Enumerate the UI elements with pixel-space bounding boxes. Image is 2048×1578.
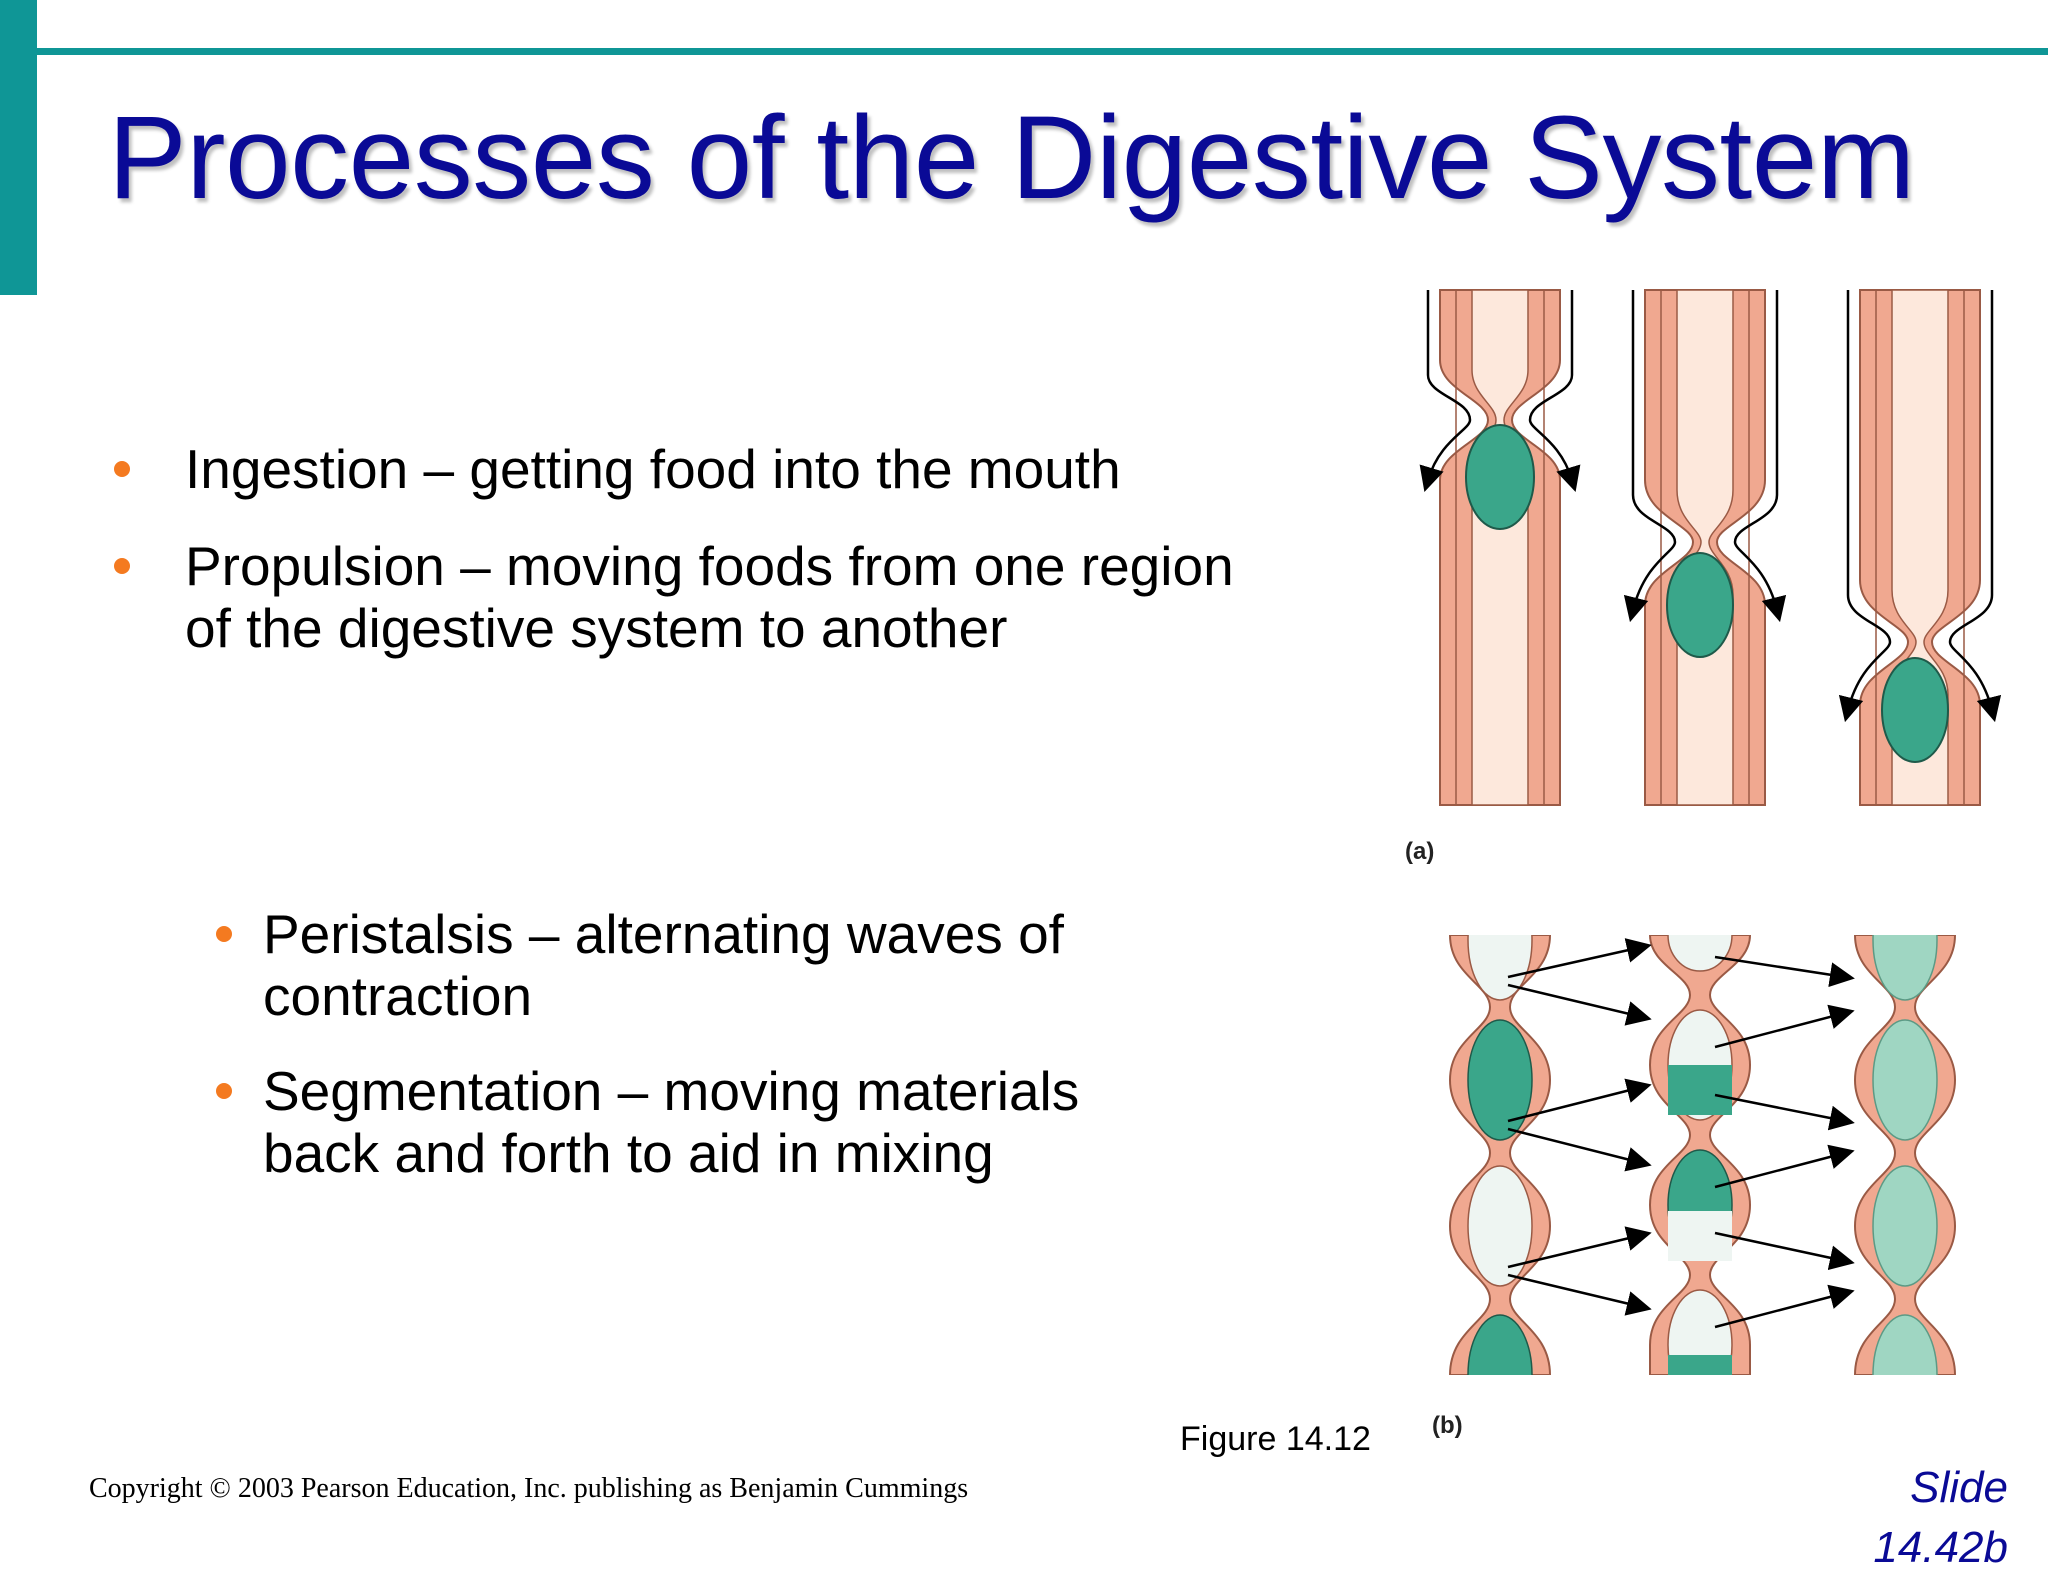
figure-label-a: (a) <box>1405 838 1435 865</box>
peristalsis-illustration <box>1419 289 2002 806</box>
bullet-ingestion: Ingestion – getting food into the mouth <box>114 438 1121 500</box>
accent-line <box>37 48 2048 55</box>
copyright-notice: Copyright © 2003 Pearson Education, Inc.… <box>89 1473 969 1504</box>
figure-label-b: (b) <box>1432 1412 1463 1439</box>
sub-bullet-text-line1: Segmentation – moving materials <box>263 1060 1080 1122</box>
sub-bullet-peristalsis: Peristalsis – alternating waves of contr… <box>216 903 1064 1027</box>
sub-bullet-text-line2: contraction <box>263 965 533 1027</box>
figure-caption: Figure 14.12 <box>1180 1420 1371 1458</box>
bullet-text-line2: of the digestive system to another <box>185 597 1008 659</box>
peristalsis-tube-1 <box>1419 289 1581 806</box>
bullet-text: Ingestion – getting food into the mouth <box>185 438 1121 500</box>
bullet-dot-icon <box>216 1083 232 1099</box>
segmentation-illustration <box>1448 935 1957 1375</box>
sub-bullet-text-line1: Peristalsis – alternating waves of <box>263 903 1064 965</box>
segmentation-column-1 <box>1448 935 1552 1375</box>
bullet-dot-icon <box>114 461 130 477</box>
bullet-text-line1: Propulsion – moving foods from one regio… <box>185 535 1234 597</box>
segmentation-column-3 <box>1853 935 1957 1375</box>
accent-bar <box>0 0 37 295</box>
peristalsis-tube-3 <box>1838 289 2002 806</box>
sub-bullet-text-line2: back and forth to aid in mixing <box>263 1122 994 1184</box>
bullet-dot-icon <box>216 926 232 942</box>
segmentation-arrows-1 <box>1507 938 1652 1316</box>
peristalsis-tube-2 <box>1623 289 1787 806</box>
slide-title: Processes of the Digestive System <box>108 92 1915 224</box>
bullet-dot-icon <box>114 558 130 574</box>
segmentation-arrows-2 <box>1714 955 1855 1329</box>
slide-number: Slide 14.42b <box>1788 1458 2008 1572</box>
slide-number-line2: 14.42b <box>1873 1523 2008 1572</box>
bullet-propulsion: Propulsion – moving foods from one regio… <box>114 535 1234 659</box>
slide-number-line1: Slide <box>1910 1463 2008 1512</box>
segmentation-column-2 <box>1648 935 1752 1375</box>
sub-bullet-segmentation: Segmentation – moving materials back and… <box>216 1060 1080 1184</box>
